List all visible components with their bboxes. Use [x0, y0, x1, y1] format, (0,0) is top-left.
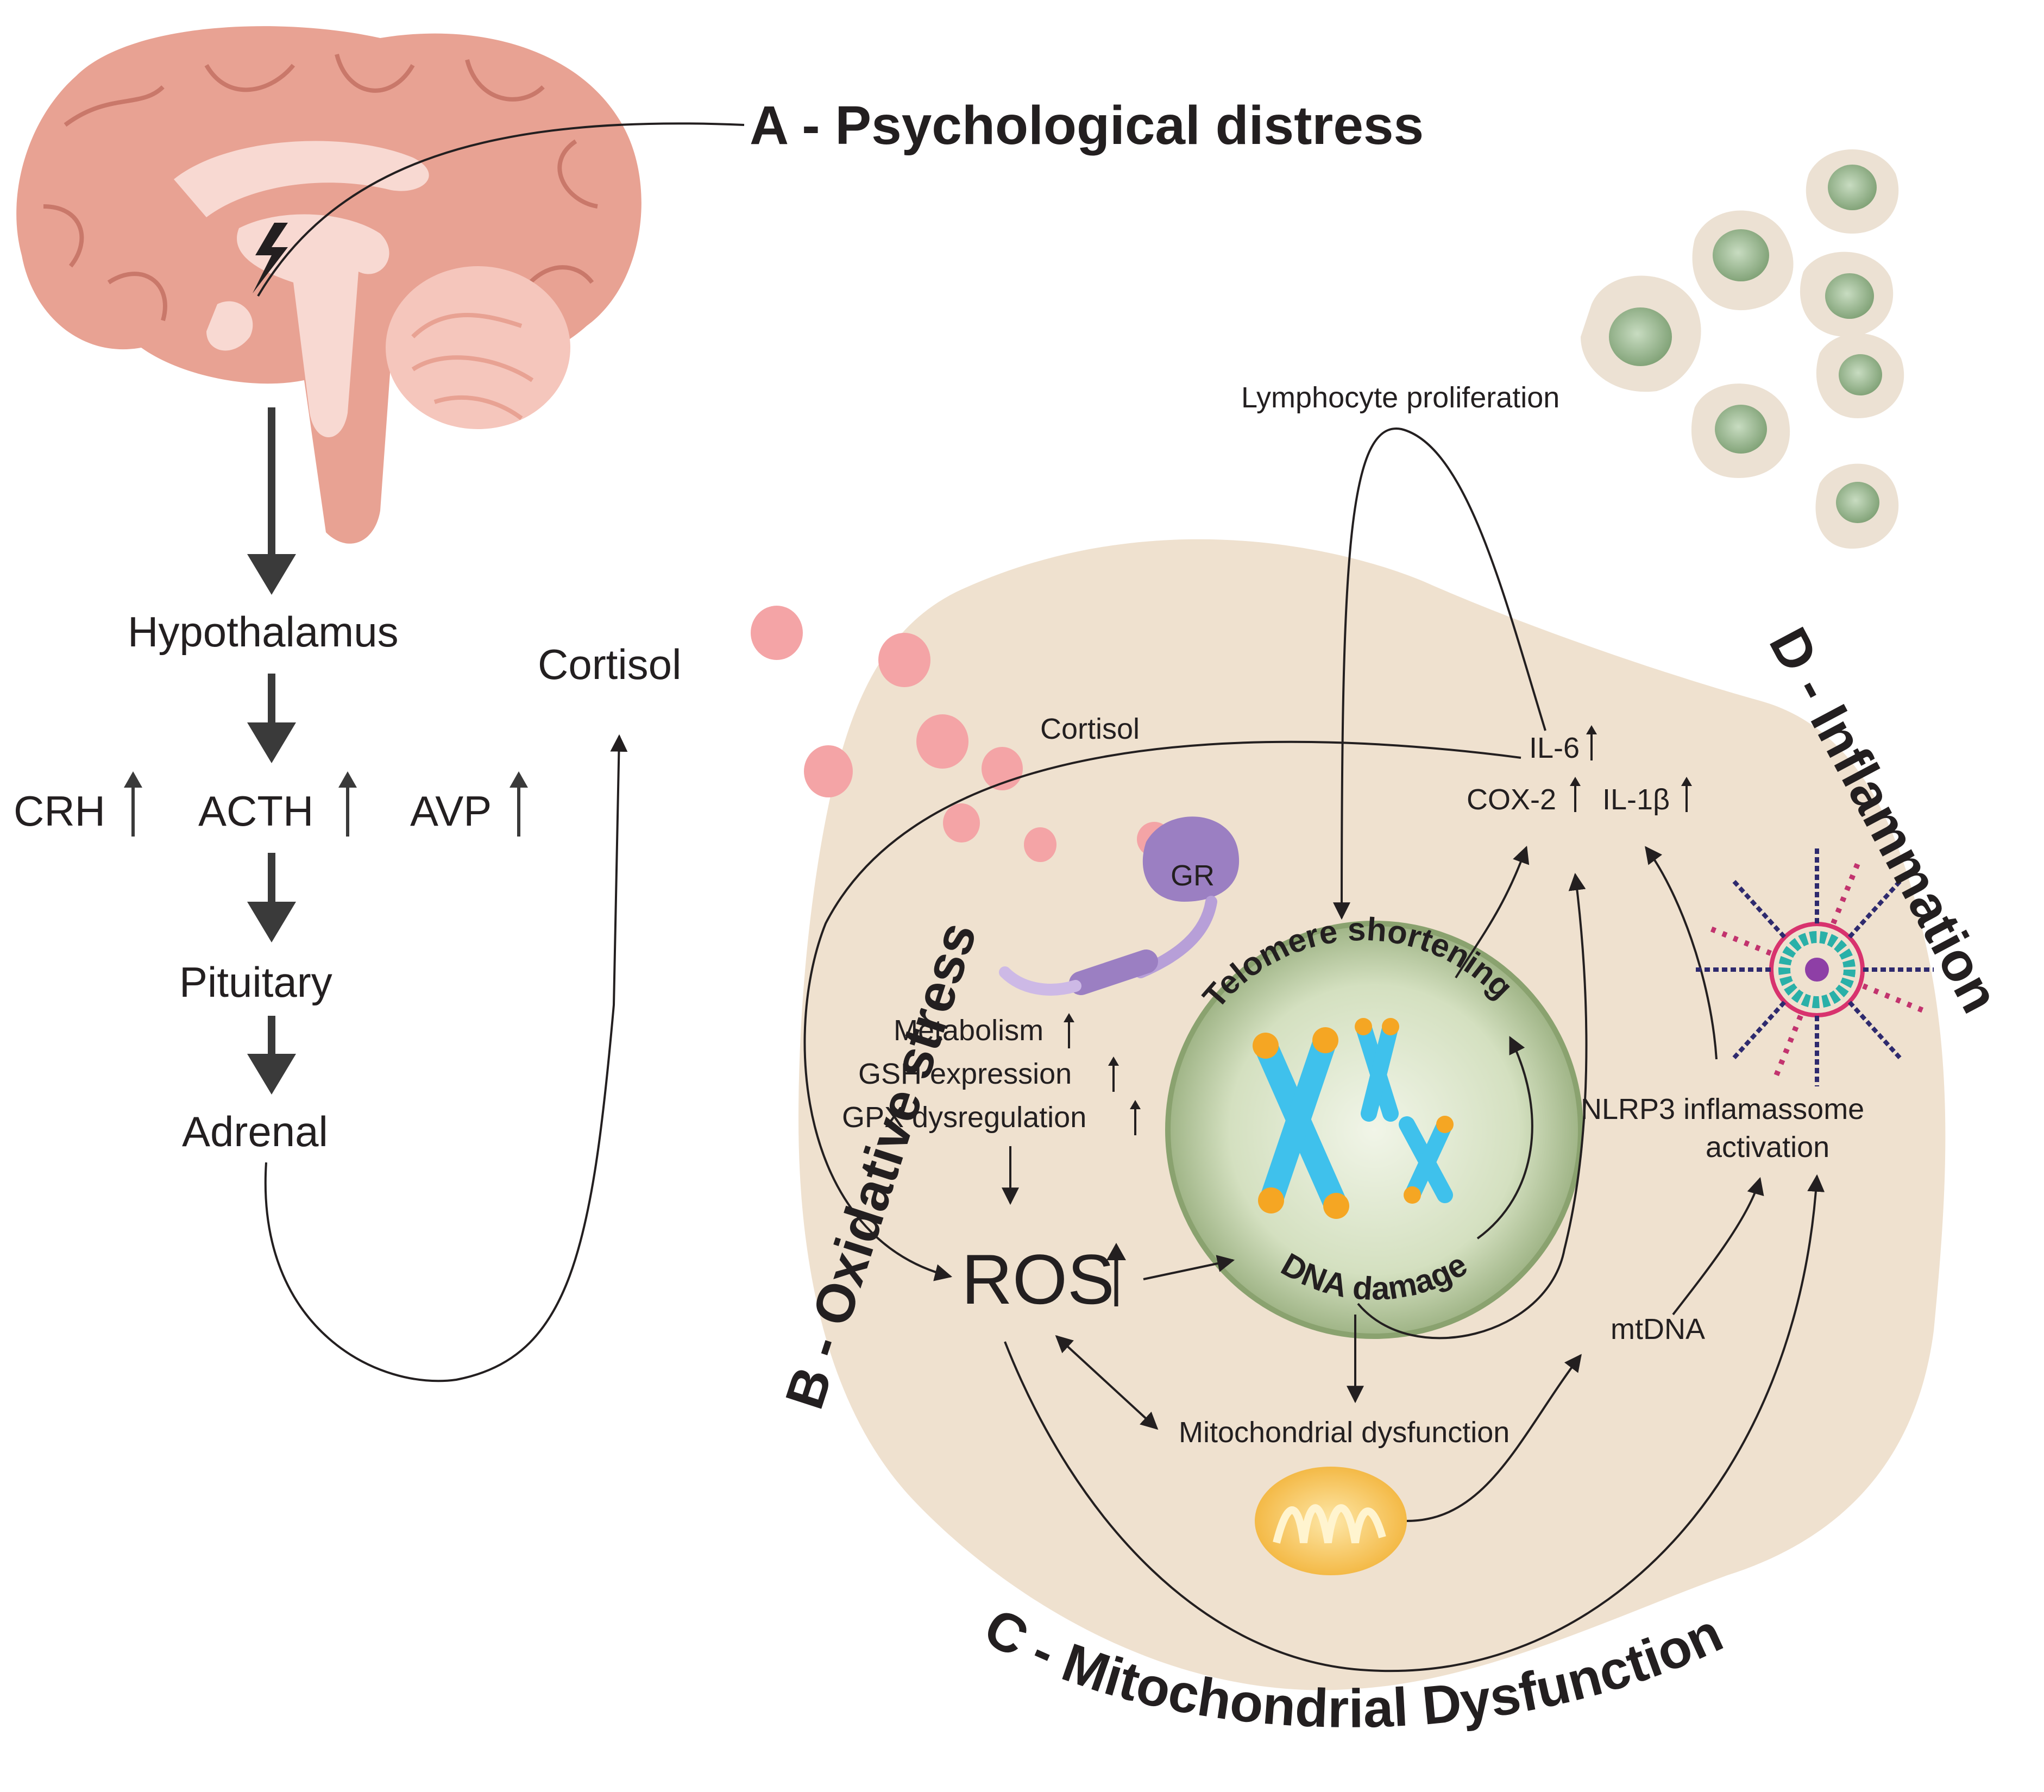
nucleus-icon — [1165, 921, 1583, 1339]
arrow-telomere-to-il6 — [1455, 845, 1530, 979]
crh-label: CRH — [14, 787, 105, 835]
nlrp3-label-line1: NLRP3 inflamassome — [1581, 1093, 1864, 1125]
lymphocyte-proliferation-label: Lymphocyte proliferation — [1241, 381, 1559, 414]
up-arrow-icon — [510, 771, 528, 837]
brain-icon — [16, 26, 641, 544]
arrowhead — [247, 722, 296, 763]
cox2-label: COX-2 — [1467, 783, 1556, 816]
arrow-dna-to-telomere — [1476, 1036, 1533, 1240]
cortisol-inner-label: Cortisol — [1040, 713, 1140, 745]
arrowhead — [247, 1054, 296, 1095]
gr-label: GR — [1171, 859, 1215, 892]
adrenal-label: Adrenal — [182, 1108, 328, 1155]
lightning-icon — [253, 223, 288, 293]
arrow-mtdna-to-nlrp3 — [1672, 1177, 1764, 1316]
gsh-expression-label: GSH expression — [858, 1058, 1072, 1090]
lymphocyte-icon — [1581, 149, 1904, 549]
up-arrow-icon — [1681, 777, 1692, 812]
il6-label: IL-6 — [1529, 732, 1580, 764]
up-arrow-icon — [1130, 1100, 1141, 1135]
arrow-ros-to-dna — [1143, 1255, 1235, 1280]
inflammasome-icon — [1695, 847, 1934, 1086]
gr-receptor-icon — [999, 816, 1240, 996]
up-arrow-icon — [1570, 777, 1581, 812]
acth-label: ACTH — [198, 787, 313, 835]
pituitary-label: Pituitary — [179, 958, 332, 1006]
up-arrow-icon — [338, 771, 357, 837]
arrow-dna-to-cox2 — [1357, 872, 1588, 1340]
arrowhead — [247, 554, 296, 595]
nlrp3-label-line2: activation — [1706, 1131, 1829, 1164]
cortisol-outer-label: Cortisol — [538, 640, 681, 688]
distress-connector — [257, 122, 745, 297]
il1b-label: IL-1β — [1602, 783, 1670, 816]
avp-label: AVP — [410, 787, 492, 835]
up-arrow-icon — [1106, 1243, 1126, 1306]
mitochondrion-icon — [1255, 1467, 1407, 1575]
chromosome-icon — [1253, 1018, 1454, 1219]
cortisol-feedback-arc — [803, 740, 1521, 1281]
arrow-il6-to-telomere — [1333, 427, 1546, 920]
ros-label: ROS — [961, 1240, 1115, 1319]
up-arrow-icon — [1108, 1057, 1119, 1092]
hypothalamus-label: Hypothalamus — [128, 608, 399, 656]
arrowhead — [247, 902, 296, 942]
psychological-distress-label: A - Psychological distress — [750, 95, 1424, 156]
metabolism-label: Metabolism — [894, 1014, 1043, 1047]
adrenal-to-cortisol-loop — [264, 734, 628, 1382]
mitochondrial-dysfunction-label: Mitochondrial dysfunction — [1179, 1416, 1510, 1449]
gpx-dysregulation-label: GPX dysregulation — [842, 1101, 1086, 1134]
arrow-nlrp3-to-il1b — [1645, 846, 1718, 1060]
up-arrow-icon — [1586, 725, 1597, 760]
arrow-ros-mito — [1055, 1335, 1159, 1430]
up-arrow-icon — [124, 771, 142, 837]
arrow-mito-to-mtdna — [1406, 1354, 1582, 1522]
arrow-ros-to-nlrp3 — [1004, 1174, 1825, 1672]
mtdna-label: mtDNA — [1611, 1313, 1705, 1345]
up-arrow-icon — [1064, 1013, 1074, 1048]
